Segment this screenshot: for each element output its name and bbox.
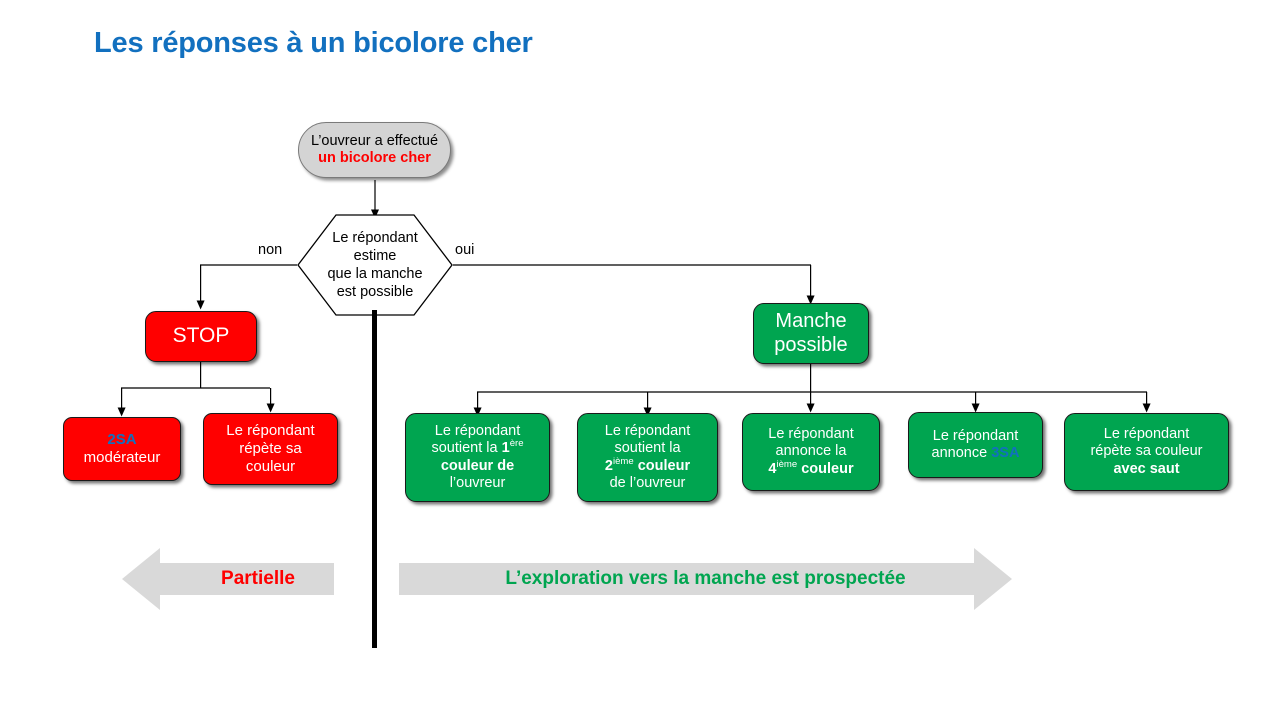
g3-l3-bold2: couleur xyxy=(797,460,854,477)
g5-line-1: Le répondant xyxy=(1103,426,1190,443)
branch-label-non: non xyxy=(258,242,283,258)
hexagon-shape xyxy=(297,214,453,316)
g1-l2-sup: ère xyxy=(509,438,524,450)
g3-l3-sup: ième xyxy=(776,458,798,470)
decision-label: Le répondant estime que la manche est po… xyxy=(327,229,422,302)
node-annonce-4ieme-couleur[interactable]: Le répondant annonce la 4ième couleur xyxy=(742,413,880,491)
repete-line-1: Le répondant xyxy=(226,422,315,440)
manche-line-2: possible xyxy=(774,333,848,356)
g4-line-1: Le répondant xyxy=(932,427,1019,444)
banner-partielle-label: Partielle xyxy=(221,568,295,589)
g2-line-2: soutient la xyxy=(614,440,681,457)
g3-line-3: 4ième couleur xyxy=(768,458,854,478)
vertical-divider xyxy=(372,310,377,648)
g1-line-3: couleur de xyxy=(441,458,514,475)
node-repete-avec-saut[interactable]: Le répondant répète sa couleur avec saut xyxy=(1064,413,1229,491)
g1-line-4: l’ouvreur xyxy=(449,474,506,491)
decision-line-2: estime xyxy=(353,247,397,264)
repete-line-2: répète sa xyxy=(239,440,302,458)
g2-line-3: 2ième couleur xyxy=(604,455,691,475)
manche-line-1: Manche xyxy=(775,309,847,332)
branch-label-oui: oui xyxy=(455,242,475,258)
decision-node[interactable]: Le répondant estime que la manche est po… xyxy=(297,214,453,316)
g2-line-1: Le répondant xyxy=(604,423,691,440)
arrow-right-shape xyxy=(399,548,1012,610)
label-2sa: 2SA xyxy=(107,431,137,449)
banner-exploration-label: L’exploration vers la manche est prospec… xyxy=(505,568,906,589)
decision-line-3: que la manche xyxy=(327,266,423,282)
node-soutient-1ere-couleur[interactable]: Le répondant soutient la 1ère couleur de… xyxy=(405,413,550,502)
g2-l3-bold: 2 xyxy=(604,457,613,474)
node-soutient-2ieme-couleur[interactable]: Le répondant soutient la 2ième couleur d… xyxy=(577,413,718,502)
arrow-left-shape xyxy=(122,548,334,610)
banner-exploration: L’exploration vers la manche est prospec… xyxy=(399,548,1012,610)
g4-line-2: annonce 3SA xyxy=(932,445,1020,462)
g3-line-1: Le répondant xyxy=(768,426,854,443)
g1-l2-pre: soutient la xyxy=(431,440,502,457)
label-moderateur: modérateur xyxy=(83,449,161,466)
start-node[interactable]: L’ouvreur a effectué un bicolore cher xyxy=(298,122,451,178)
g2-line-4: de l’ouvreur xyxy=(609,474,686,491)
start-line-1: L’ouvreur a effectué xyxy=(310,132,439,149)
node-repete-sa-couleur[interactable]: Le répondant répète sa couleur xyxy=(203,413,338,485)
g1-l3-bold: couleur de xyxy=(440,457,515,474)
g2-l3-sup: ième xyxy=(612,455,634,467)
g1-l2-bold: 1 xyxy=(501,440,510,457)
g3-line-2: annonce la xyxy=(775,443,847,460)
g5-line-3: avec saut xyxy=(1113,461,1179,478)
label-3sa: 3SA xyxy=(991,445,1020,461)
g1-line-1: Le répondant xyxy=(434,423,521,440)
stop-node[interactable]: STOP xyxy=(145,311,257,362)
node-2sa-moderateur[interactable]: 2SA modérateur xyxy=(63,417,181,481)
start-line-2-bicolore: un bicolore cher xyxy=(318,150,431,166)
g2-l3-bold2: couleur xyxy=(633,457,691,474)
g3-l3-bold: 4 xyxy=(768,460,777,477)
decision-line-1: Le répondant xyxy=(332,229,418,246)
g5-line-2: répète sa couleur xyxy=(1090,443,1203,460)
manche-possible-node[interactable]: Manche possible xyxy=(753,303,869,364)
repete-line-3: couleur xyxy=(245,457,296,475)
banner-partielle: Partielle xyxy=(122,548,334,610)
g5-l3-bold: avec saut xyxy=(1113,460,1180,477)
g4-l2-pre: annonce xyxy=(931,445,992,461)
page-title: Les réponses à un bicolore cher xyxy=(94,27,533,59)
g1-line-2: soutient la 1ère xyxy=(431,438,524,457)
node-annonce-3sa[interactable]: Le répondant annonce 3SA xyxy=(908,412,1043,478)
decision-line-4: est possible xyxy=(336,284,414,301)
